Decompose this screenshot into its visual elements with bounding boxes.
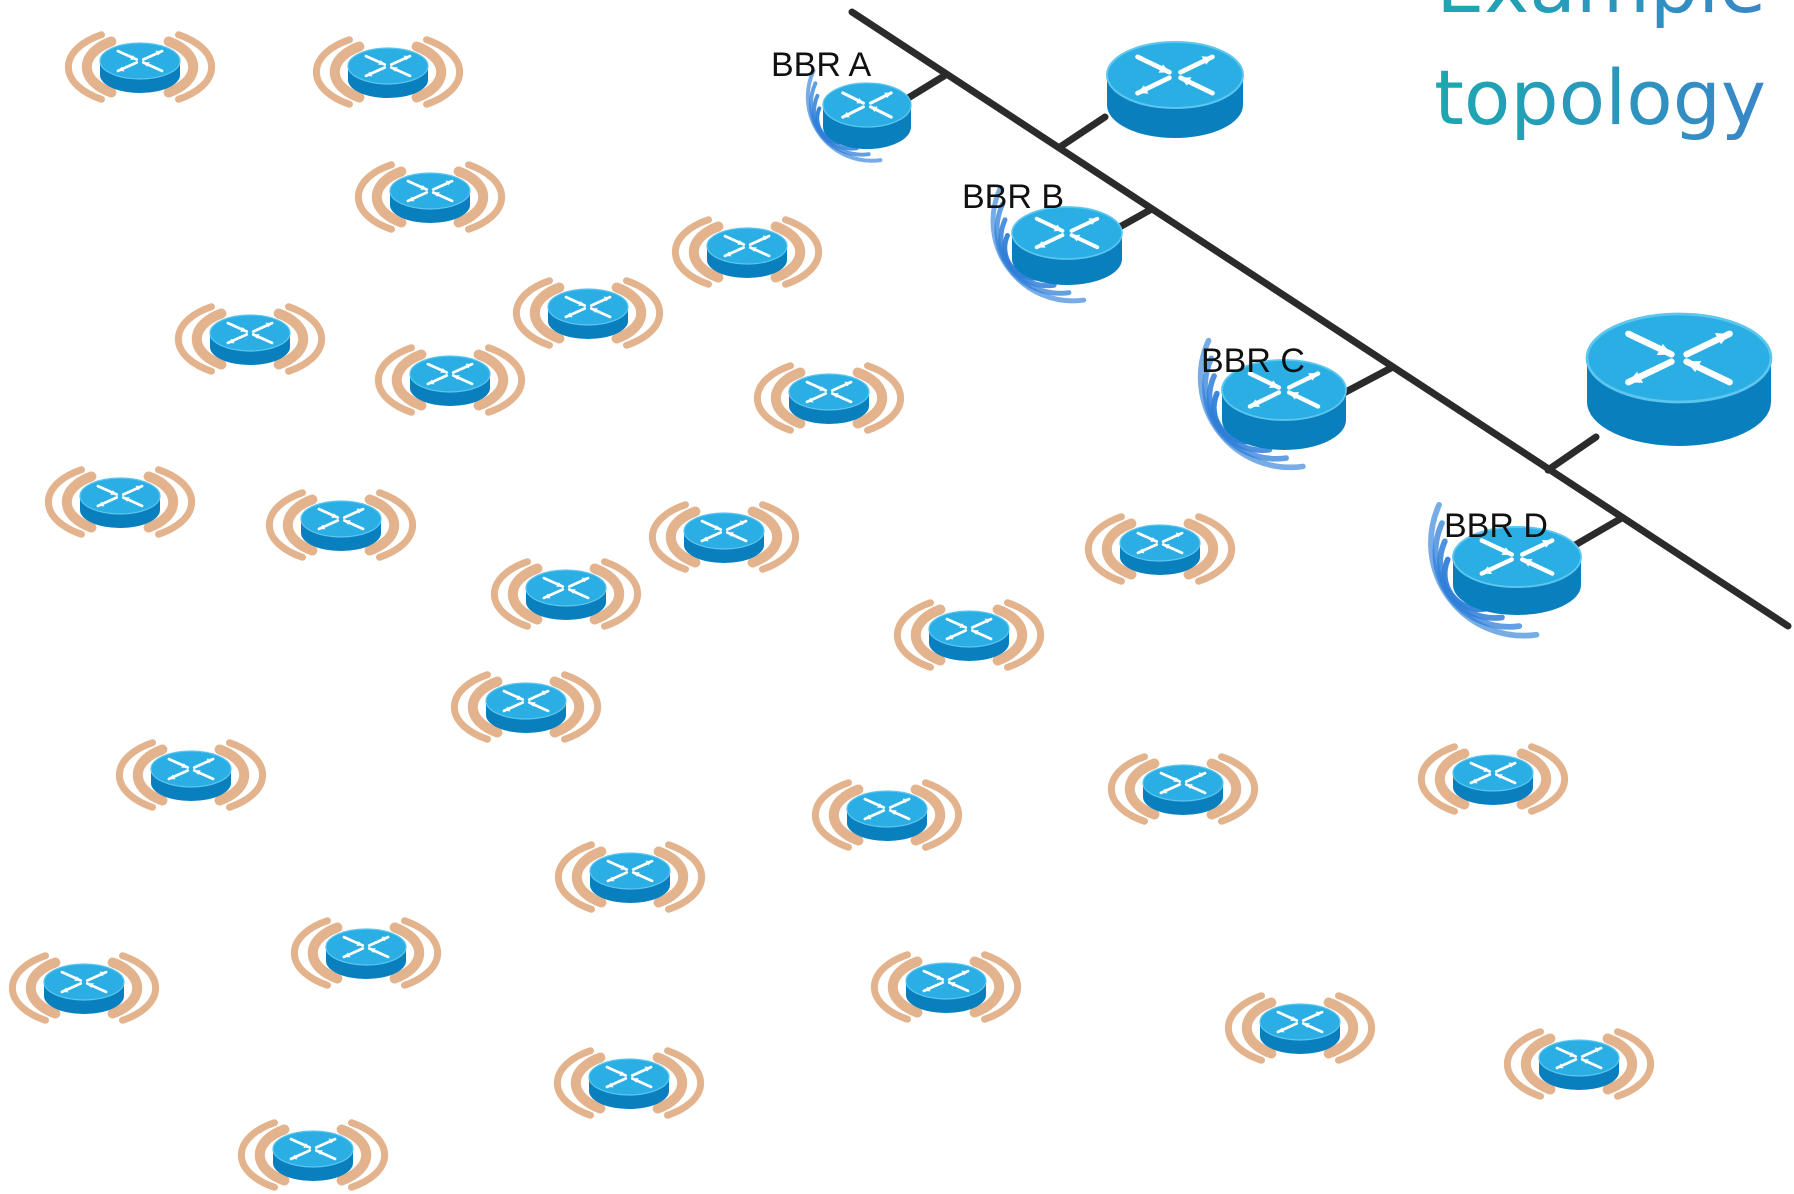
backbone-stub — [1544, 433, 1600, 474]
wireless-router-icon — [99, 42, 181, 93]
mesh-node-18 — [811, 779, 963, 851]
bbr-c-label: BBR C — [1201, 342, 1305, 380]
wireless-router-icon — [525, 569, 607, 620]
mesh-node-9 — [44, 466, 196, 538]
wireless-router-icon — [485, 682, 567, 733]
mesh-node-6 — [174, 303, 326, 375]
backbone-line — [848, 8, 1792, 630]
wireless-router-icon — [1011, 206, 1123, 285]
wireless-router-icon — [150, 750, 232, 801]
mesh-node-14 — [893, 599, 1045, 671]
mesh-node-13 — [490, 558, 642, 630]
mesh-node-11 — [648, 501, 800, 573]
mesh-node-26 — [1503, 1028, 1655, 1100]
bbr-d-router — [1428, 501, 1582, 639]
wireless-router-icon — [1221, 359, 1347, 450]
wireless-router-icon — [1538, 1039, 1620, 1090]
backbone-stub — [1336, 364, 1395, 399]
wireless-router-icon — [683, 512, 765, 563]
wireless-router-icon — [588, 1058, 670, 1109]
mesh-nodes — [8, 31, 1655, 1191]
mesh-node-25 — [553, 1047, 705, 1119]
mesh-node-1 — [64, 31, 216, 103]
mesh-node-15 — [450, 671, 602, 743]
mesh-node-23 — [870, 951, 1022, 1023]
wireless-router-icon — [905, 962, 987, 1013]
mesh-node-3 — [354, 161, 506, 233]
wireless-router-icon — [928, 610, 1010, 661]
wireless-router-icon — [347, 47, 429, 98]
wireless-router-icon — [706, 227, 788, 278]
wireless-router-icon — [822, 82, 912, 149]
wireless-router-icon — [389, 172, 471, 223]
wireless-router-icon — [1119, 524, 1201, 575]
backbone-stub — [1566, 515, 1624, 552]
wireless-router-icon — [79, 477, 161, 528]
title-line-1: Example — [1436, 0, 1766, 30]
wireless-router-icon — [272, 1130, 354, 1181]
wireless-router-icon — [846, 790, 928, 841]
mesh-node-10 — [265, 489, 417, 561]
mesh-node-22 — [8, 952, 160, 1024]
mesh-node-7 — [374, 344, 526, 416]
backbone-routers — [805, 68, 1582, 639]
router-icon — [1105, 40, 1245, 138]
wireless-router-icon — [1142, 764, 1224, 815]
bbr-b-router — [990, 185, 1123, 304]
bbr-a-label: BBR A — [771, 46, 871, 84]
router-icon — [1585, 312, 1773, 446]
mesh-node-8 — [753, 362, 905, 434]
mesh-node-19 — [1417, 743, 1569, 815]
wireless-router-icon — [209, 314, 291, 365]
backbone-network — [848, 8, 1792, 630]
mesh-node-27 — [237, 1119, 389, 1191]
mesh-node-20 — [554, 841, 706, 913]
wireless-router-icon — [589, 852, 671, 903]
bbr-d-label: BBR D — [1444, 507, 1548, 545]
mesh-node-5 — [512, 277, 664, 349]
wireless-router-icon — [547, 288, 629, 339]
title-line-2: topology — [1434, 53, 1766, 142]
bbr-b-label: BBR B — [962, 178, 1064, 216]
backbone-stub — [1056, 113, 1109, 151]
wireless-router-icon — [43, 963, 125, 1014]
wireless-router-icon — [788, 373, 870, 424]
wireless-router-icon — [1259, 1003, 1341, 1054]
mesh-node-17 — [1107, 753, 1259, 825]
mesh-node-16 — [115, 739, 267, 811]
mesh-node-24 — [1224, 992, 1376, 1064]
mesh-node-21 — [290, 917, 442, 989]
core-routers — [1105, 40, 1773, 446]
wireless-router-icon — [1452, 754, 1534, 805]
mesh-node-2 — [312, 36, 464, 108]
bbr-a-router — [805, 68, 912, 163]
wireless-router-icon — [1452, 526, 1582, 615]
wireless-router-icon — [300, 500, 382, 551]
wireless-router-icon — [325, 928, 407, 979]
bbr-c-router — [1197, 337, 1347, 471]
mesh-node-4 — [671, 216, 823, 288]
wireless-router-icon — [409, 355, 491, 406]
mesh-node-12 — [1084, 513, 1236, 585]
